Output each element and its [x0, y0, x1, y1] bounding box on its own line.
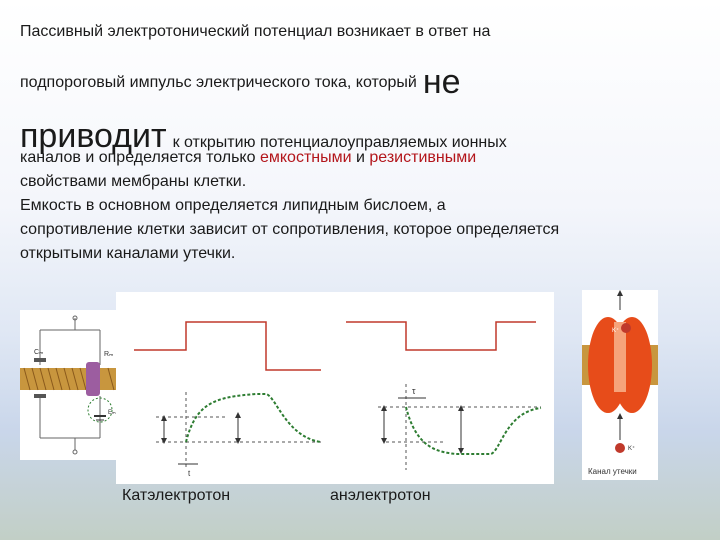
catelectrotonus-pulse	[134, 321, 321, 371]
anelectrotonus-response: τ	[378, 384, 542, 470]
k-label-top: K⁺	[612, 327, 619, 334]
term-capacitive: емкостными	[259, 149, 352, 166]
para-line-1a: каналов и определяется только	[20, 149, 256, 166]
membrane-circuit-diagram: Cₘ Rₘ Eₘ	[20, 310, 120, 460]
caption-anelectrotonus: анэлектротон	[330, 487, 431, 504]
catelectrotonus-response: t	[156, 392, 322, 478]
emphasis-privodit: приводит	[20, 117, 167, 155]
leak-channel-label: Канал утечки	[588, 467, 637, 476]
para-line-3: Емкость в основном определяется липидным…	[20, 197, 446, 214]
para-line-5: открытыми каналами утечки.	[20, 245, 236, 262]
text-paragraph: каналов и определяется только емкостными…	[20, 146, 710, 266]
leak-channel-diagram: K⁺ K⁺ Канал утечки	[582, 290, 658, 480]
em-label: Eₘ	[108, 410, 116, 416]
text-line-3b: к открытию потенциалоуправляемых ионных	[172, 134, 507, 151]
text-line-1: Пассивный электротонический потенциал во…	[20, 23, 491, 40]
k-label-bottom: K⁺	[628, 445, 635, 452]
term-resistive: резистивными	[369, 149, 477, 166]
caption-catelectrotonus: Катэлектротон	[122, 487, 231, 504]
para-line-4: сопротивление клетки зависит от сопротив…	[20, 221, 560, 238]
cm-label: Cₘ	[34, 349, 43, 356]
rm-label: Rₘ	[104, 351, 113, 358]
t-label: t	[188, 469, 191, 478]
para-line-1: каналов и определяется только емкостными…	[20, 146, 710, 170]
ion-channel	[86, 362, 100, 396]
emphasis-ne: не	[422, 63, 461, 101]
anelectrotonus-pulse	[346, 321, 536, 351]
electrotonus-graphs: t τ	[116, 292, 554, 484]
text-line-2: подпороговый импульс электрического тока…	[20, 65, 461, 99]
text-line-3: приводит к открытию потенциалоуправляемых…	[20, 119, 507, 153]
text-line-2a: подпороговый импульс электрического тока…	[20, 74, 417, 91]
tau-label: τ	[412, 386, 416, 396]
para-line-1c: и	[356, 149, 365, 166]
para-line-2: свойствами мембраны клетки.	[20, 173, 247, 190]
